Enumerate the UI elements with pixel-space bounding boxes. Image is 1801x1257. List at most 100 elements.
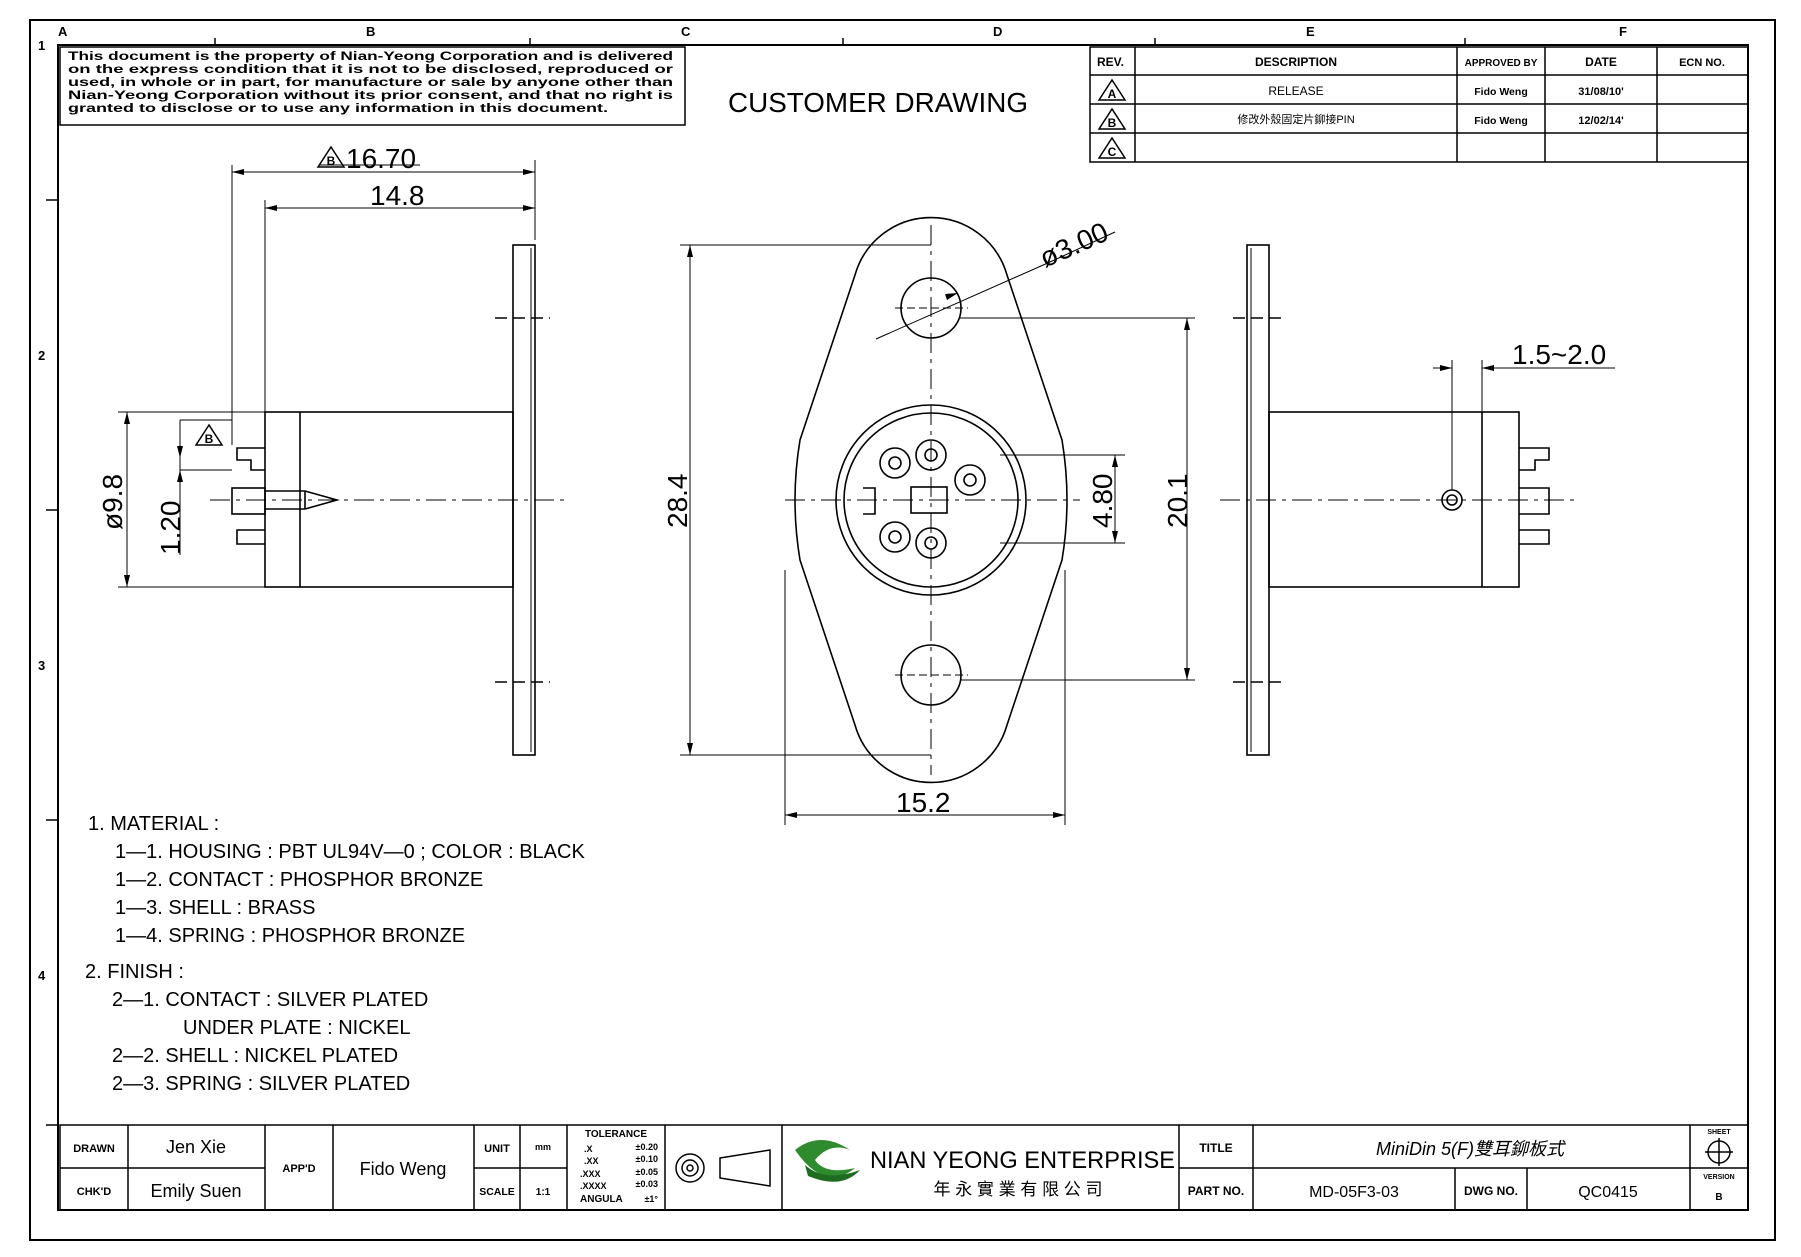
title-block (59, 1124, 1749, 1211)
tolerance-value: ±0.03 (636, 1179, 658, 1189)
drawn-label: DRAWN (73, 1143, 115, 1155)
title-label: TITLE (1199, 1141, 1232, 1155)
approved-by: Fido Weng (360, 1159, 447, 1179)
notice-line: used, in whole or in part, for manufactu… (68, 77, 673, 89)
rev-b-marker-left-letter: B (205, 432, 214, 446)
dim-hole-spacing: 20.1 (1162, 474, 1193, 529)
projection-symbol-icon (675, 1149, 771, 1187)
dim-flange-height: 28.4 (662, 474, 693, 529)
note-contact: 1—2. CONTACT : PHOSPHOR BRONZE (115, 869, 483, 891)
front-dimensions (680, 231, 1195, 825)
rev-a-letter: A (1108, 87, 1117, 101)
note-under-plate: UNDER PLATE : NICKEL (183, 1017, 410, 1039)
company-logo-icon (795, 1140, 860, 1182)
right-arrowheads (1440, 365, 1494, 371)
tolerance-title: TOLERANCE (585, 1129, 647, 1140)
scale-value: 1:1 (536, 1187, 551, 1198)
dim-body-length: 14.8 (370, 180, 425, 211)
zone-col-c: C (681, 24, 691, 39)
dim-overall-length: 16.70 (346, 143, 416, 174)
drawing-heading: CUSTOMER DRAWING (728, 87, 1028, 118)
drawing-title: MiniDin 5(F)雙耳鉚板式 (1376, 1139, 1566, 1159)
rev-b-marker-letter: B (327, 154, 336, 168)
zone-row-2: 2 (38, 348, 45, 363)
zone-markers (46, 38, 1466, 1126)
note-finish-shell: 2—2. SHELL : NICKEL PLATED (112, 1045, 398, 1067)
scale-label: SCALE (479, 1186, 515, 1198)
note-housing: 1—1. HOUSING : PBT UL94V—0 ; COLOR : BLA… (115, 841, 585, 863)
dim-flange-width: 15.2 (896, 787, 951, 818)
tolerance-value: ±0.10 (636, 1154, 658, 1164)
tolerance-key: ANGULA (580, 1194, 623, 1205)
version-value: B (1715, 1192, 1722, 1203)
rev-triangles (1097, 78, 1127, 159)
tolerance-key: .XX (584, 1156, 599, 1166)
checked-label: CHK'D (77, 1186, 111, 1198)
unit-label: UNIT (484, 1143, 510, 1155)
zone-col-f: F (1619, 24, 1627, 39)
dim-pin-offset: 1.20 (155, 501, 186, 556)
zone-row-4: 4 (38, 968, 46, 983)
rev-b-marker-left (194, 423, 224, 446)
notice-line: on the express condition that it is not … (68, 64, 674, 76)
dim-outer-diameter: ø9.8 (97, 474, 128, 530)
rev-a-date: 31/08/10' (1578, 86, 1624, 98)
zone-col-d: D (993, 24, 1002, 39)
part-number: MD-05F3-03 (1309, 1184, 1399, 1201)
side-view-right (1220, 244, 1575, 756)
sheet-symbol-icon (1705, 1138, 1733, 1166)
unit-value: mm (535, 1142, 551, 1152)
note-finish-contact: 2—1. CONTACT : SILVER PLATED (112, 989, 428, 1011)
front-arrowheads (687, 245, 1190, 818)
dim-panel-gap: 1.5~2.0 (1512, 339, 1606, 370)
notice-line: This document is the property of Nian-Ye… (68, 51, 673, 63)
left-dimensions (118, 160, 536, 588)
zone-row-1: 1 (38, 38, 45, 53)
version-label: VERSION (1703, 1174, 1735, 1181)
rev-b-description: 修改外殼固定片鉚接PIN (1237, 112, 1354, 126)
tolerance-value: ±0.20 (636, 1142, 658, 1152)
rev-header-ecn: ECN NO. (1679, 57, 1725, 69)
tolerance-value: ±1° (644, 1194, 658, 1204)
rev-header-description: DESCRIPTION (1255, 55, 1337, 69)
tolerance-key: .XXX (580, 1169, 601, 1179)
zone-row-3: 3 (38, 658, 45, 673)
rev-header-rev: REV. (1097, 55, 1124, 69)
left-arrowheads (124, 169, 535, 587)
zone-col-b: B (366, 24, 375, 39)
rev-a-approved: Fido Weng (1474, 86, 1527, 98)
notice-line: Nian-Yeong Corporation without its prior… (68, 90, 673, 102)
note-material: 1. MATERIAL : (88, 813, 219, 835)
side-view-left (210, 244, 565, 756)
material-notes: 1. MATERIAL : 1—1. HOUSING : PBT UL94V—0… (85, 813, 585, 1095)
front-view (785, 216, 1080, 784)
rev-header-date: DATE (1585, 55, 1617, 69)
note-spring: 1—4. SPRING : PHOSPHOR BRONZE (115, 925, 465, 947)
rev-c-letter: C (1108, 145, 1117, 159)
notice-line: granted to disclose or to use any inform… (68, 103, 608, 115)
outer-frame (29, 19, 1776, 1241)
notice-box (59, 46, 686, 126)
revision-table (1089, 46, 1749, 163)
note-shell: 1—3. SHELL : BRASS (115, 897, 315, 919)
dwg-number: QC0415 (1578, 1184, 1638, 1201)
company-name: NIAN YEONG ENTERPRISE (870, 1147, 1175, 1174)
rev-b-letter: B (1108, 116, 1117, 130)
part-label: PART NO. (1188, 1184, 1244, 1198)
rev-b-marker (316, 145, 346, 168)
sheet-label: SHEET (1707, 1129, 1731, 1136)
tolerance-key: .XXXX (580, 1181, 607, 1191)
zone-col-a: A (58, 24, 68, 39)
tolerance-key: .X (584, 1144, 593, 1154)
rev-b-date: 12/02/14' (1578, 115, 1624, 127)
dim-pin-span: 4.80 (1087, 474, 1118, 529)
note-finish: 2. FINISH : (85, 961, 184, 983)
tolerance-value: ±0.05 (636, 1167, 658, 1177)
confidentiality-notice: This document is the property of Nian-Ye… (68, 51, 674, 115)
rev-a-description: RELEASE (1268, 84, 1323, 98)
drawn-by: Jen Xie (166, 1137, 226, 1157)
zone-col-e: E (1306, 24, 1315, 39)
company-name-cn: 年 永 實 業 有 限 公 司 (933, 1180, 1102, 1199)
approved-label: APP'D (282, 1163, 315, 1175)
